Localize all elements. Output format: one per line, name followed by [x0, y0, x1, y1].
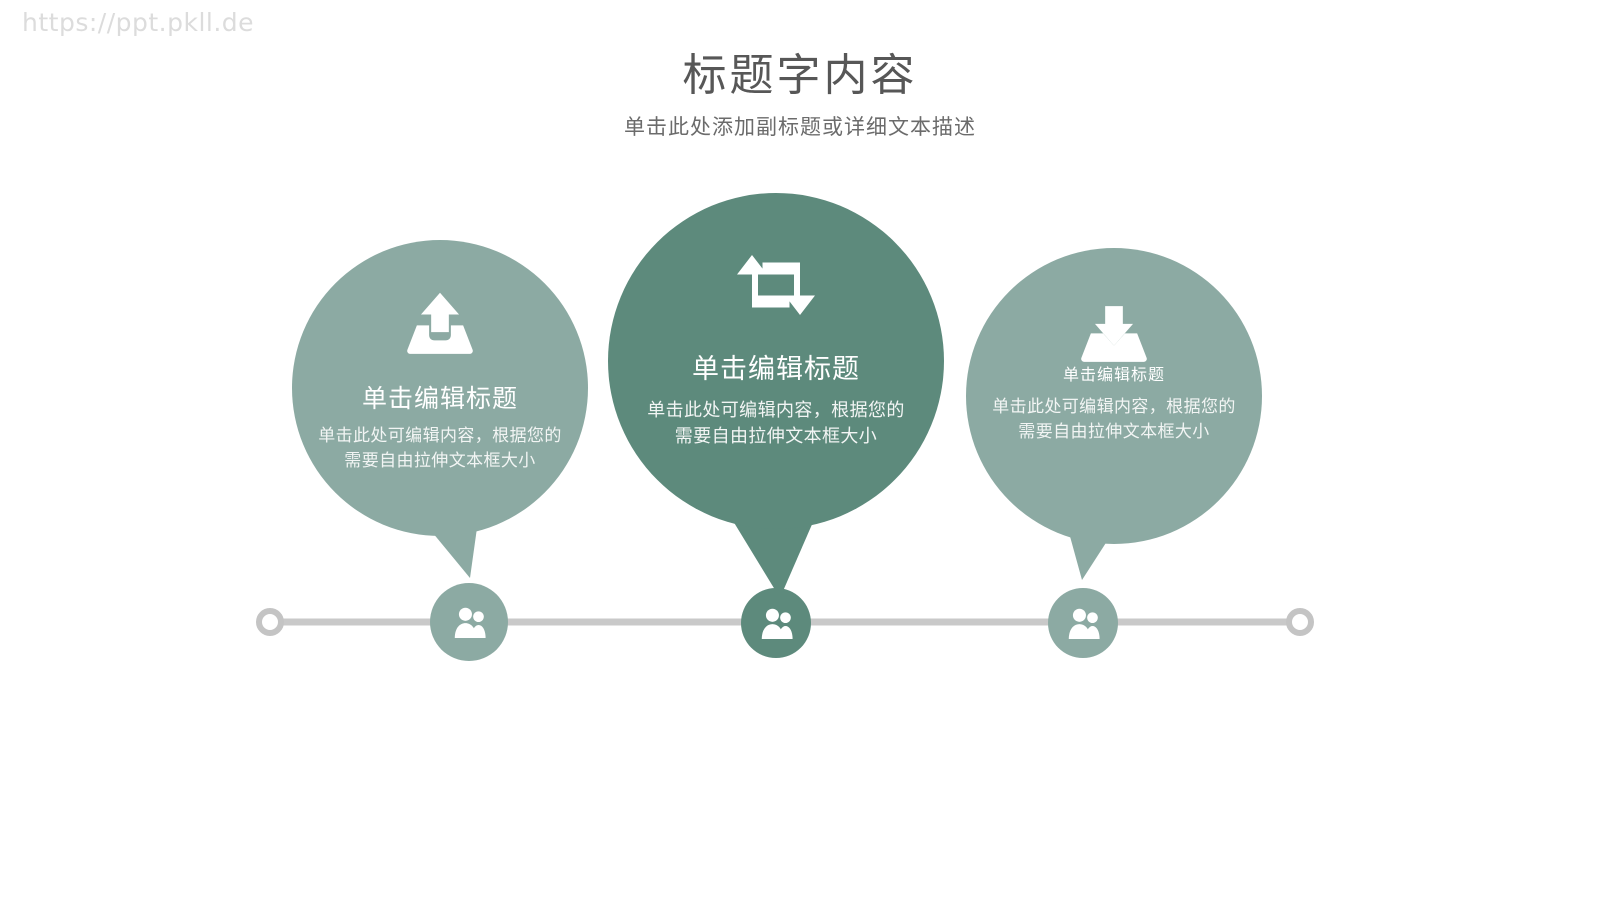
timeline-node-left[interactable]	[430, 583, 508, 661]
bubble-title-right: 单击编辑标题	[1062, 367, 1165, 384]
bubble-title-center: 单击编辑标题	[692, 354, 860, 384]
timeline-endpoint-right[interactable]	[1286, 608, 1314, 636]
bubble-body-center: 单击此处可编辑内容，根据您的需要自由拉伸文本框大小	[647, 400, 905, 447]
page-subtitle: 单击此处添加副标题或详细文本描述	[624, 116, 976, 139]
bubble-body-left: 单击此处可编辑内容，根据您的需要自由拉伸文本框大小	[318, 426, 562, 470]
bubble-tail-center	[730, 506, 820, 598]
info-bubble-left[interactable]: 单击编辑标题 单击此处可编辑内容，根据您的需要自由拉伸文本框大小	[292, 240, 588, 536]
bubble-body-right: 单击此处可编辑内容，根据您的需要自由拉伸文本框大小	[992, 397, 1236, 441]
upload-icon	[407, 292, 473, 354]
people-icon	[761, 608, 793, 639]
people-icon	[454, 607, 486, 638]
header: 标题字内容 单击此处添加副标题或详细文本描述	[0, 48, 1600, 140]
bubble-title-left: 单击编辑标题	[361, 385, 518, 413]
info-bubble-center[interactable]: 单击编辑标题 单击此处可编辑内容，根据您的需要自由拉伸文本框大小	[608, 193, 944, 529]
refresh-cycle-icon	[737, 255, 815, 315]
info-bubble-right[interactable]: 单击编辑标题 单击此处可编辑内容，根据您的需要自由拉伸文本框大小	[966, 248, 1262, 544]
watermark: https://ppt.pkll.de	[22, 8, 255, 37]
page-title: 标题字内容	[682, 51, 918, 100]
download-icon	[1081, 306, 1147, 362]
timeline-node-right[interactable]	[1048, 588, 1118, 658]
timeline-endpoint-left[interactable]	[256, 608, 284, 636]
people-icon	[1068, 608, 1100, 639]
timeline-node-center[interactable]	[741, 588, 811, 658]
